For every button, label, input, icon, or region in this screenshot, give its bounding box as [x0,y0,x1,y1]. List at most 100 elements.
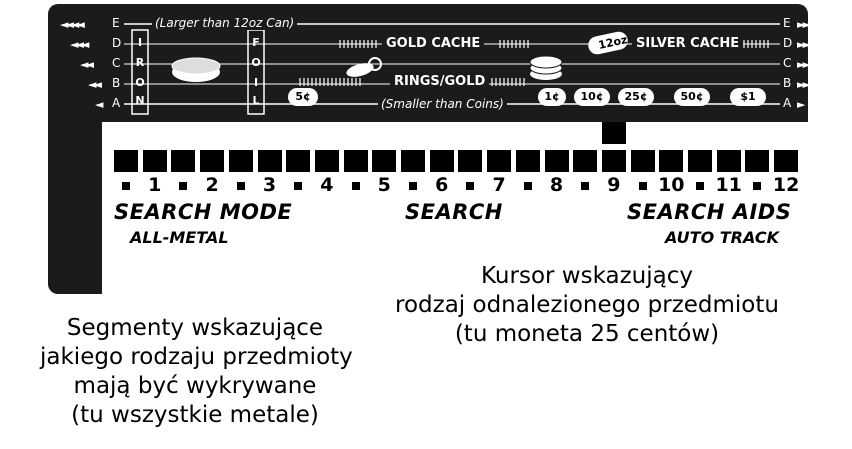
pull-tab-icon [346,57,382,77]
search-aids-value: AUTO TRACK [665,228,780,247]
segment-number: 7 [492,174,506,196]
segment-bar [487,150,512,172]
arrow-right-d: ►►► [797,38,816,51]
segment-number: 6 [435,174,449,196]
iron-letter-n: N [135,94,145,107]
arrow-right-e: ►►► [797,18,816,31]
level-b-right: B [783,76,792,90]
level-e-left: E [112,16,120,30]
level-c-left: C [112,56,121,70]
segment-bar [314,150,339,172]
segment-dot [294,182,303,190]
segment-dot [753,182,762,190]
segments-annotation-line-3: mają być wykrywane [73,373,317,399]
segment-bar [228,150,253,172]
cursor-annotation: Kursor wskazujący rodzaj odnalezionego p… [392,262,782,349]
segment-bar [601,150,626,172]
level-d-left: D [112,36,122,50]
iron-letter-o: O [135,76,145,89]
arrow-right-b: ►► [797,78,811,91]
segment-number: 1 [148,174,162,196]
smaller-than-coins-label: (Smaller than Coins) [378,97,507,111]
segment-bar [372,150,397,172]
soda-can-icon [588,31,628,55]
segment-number: 12 [772,174,800,196]
segment-number: 9 [607,174,621,196]
segment-number: 10 [658,174,685,196]
coin-50c: 50¢ [674,88,710,106]
level-b-left: B [112,76,121,90]
cursor-annotation-line-3: (tu moneta 25 centów) [454,321,720,347]
segment-dot [696,182,704,190]
iron-letter-r: R [135,56,145,69]
segment-number: 4 [320,174,334,196]
segment-dot [638,182,647,190]
segment-bar [200,150,225,172]
segment-bar [659,150,684,172]
segment-bar [286,150,311,172]
segments-annotation-line-2: jakiego rodzaju przedmioty [40,344,353,370]
segment-bar [401,150,425,172]
segment-bar [171,150,196,172]
silver-cache-label: SILVER CACHE [632,36,744,51]
segment-number: 2 [205,174,219,196]
arrow-left-b: ◄◄ [88,78,102,91]
rings-gold-label: RINGS/GOLD [390,74,490,89]
segments-annotation-line-4: (tu wszystkie metale) [71,402,319,428]
segment-bar [688,150,712,172]
segment-number: 3 [262,174,277,196]
arrow-left-e: ◄◄◄◄ [60,18,85,31]
level-a-right: A [783,96,792,110]
segment-bar [745,150,770,172]
segment-bar [630,150,655,172]
foil-letter-l: L [252,94,260,107]
segment-bar [257,150,282,172]
search-mode-value: ALL-METAL [130,228,229,247]
cursor-annotation-line-2: rodzaj odnalezionego przedmiotu [395,292,779,318]
segment-number: 5 [377,174,391,196]
segment-dot [236,182,245,190]
segment-number: 8 [549,174,564,196]
arrow-left-d: ◄◄◄ [70,38,89,51]
segment-bar [142,150,167,172]
coin-10c: 10¢ [574,88,610,106]
level-d-right: D [783,36,793,50]
iron-letter-i: I [137,36,143,49]
target-cursor [601,122,626,144]
segment-bar [774,150,799,172]
segment-dot [409,182,417,190]
segment-dot [122,182,130,190]
segment-bar [458,150,483,172]
segment-bar [343,150,368,172]
segment-dot [466,182,475,190]
cursor-annotation-line-1: Kursor wskazujący [481,263,693,289]
level-a-left: A [112,96,121,110]
arrow-left-c: ◄◄ [80,58,94,71]
arrow-right-a: ► [797,98,806,111]
segment-dot [351,182,360,190]
arrow-right-c: ►► [797,58,811,71]
segment-dot [179,182,188,190]
foil-letter-i: I [253,76,259,89]
segment-dot [523,182,532,190]
level-e-right: E [783,16,791,30]
arrow-left-a: ◄ [95,98,104,111]
search-title: SEARCH [405,200,503,224]
segment-bar [429,150,454,172]
foil-letter-o: O [251,56,261,69]
gold-cache-label: GOLD CACHE [382,36,485,51]
segment-bar [114,150,138,172]
segments-annotation: Segmenty wskazujące jakiego rodzaju prze… [40,314,353,430]
segment-bar [544,150,569,172]
level-c-right: C [783,56,792,70]
search-aids-title: SEARCH AIDS [627,200,792,224]
segment-bar [716,150,741,172]
coin-stack-icon [529,55,563,80]
coin-5c: 5¢ [288,88,318,106]
segment-number: 11 [715,174,742,196]
segment-bar [515,150,540,172]
larger-than-can-label: (Larger than 12oz Can) [152,16,298,30]
search-mode-title: SEARCH MODE [114,200,293,224]
foil-letter-f: F [252,36,260,49]
